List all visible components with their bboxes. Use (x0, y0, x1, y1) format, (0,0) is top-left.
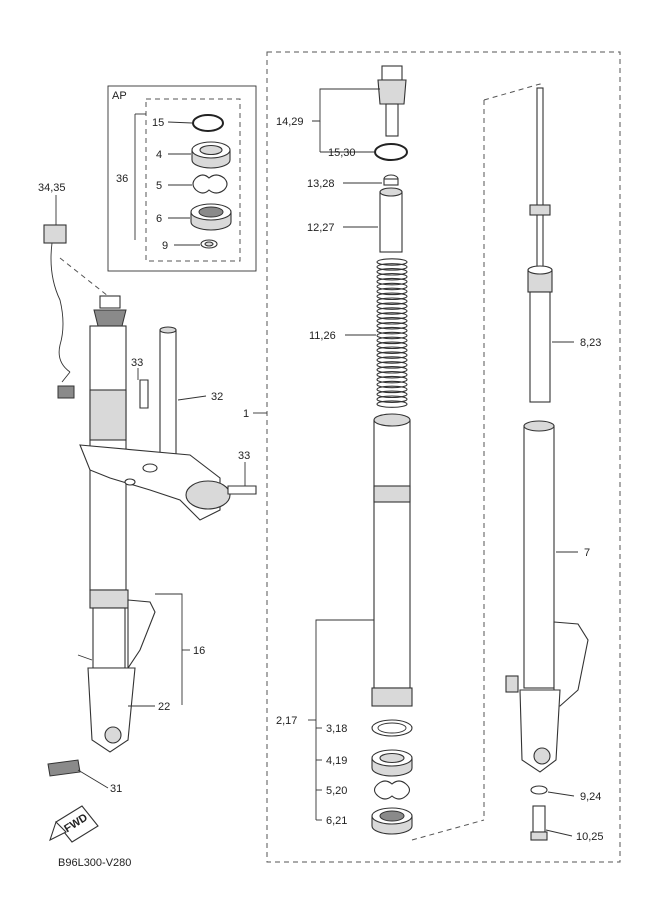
spring-coil (376, 385, 408, 394)
collar-12-27 (379, 191, 403, 253)
label-4: 4 (156, 149, 162, 161)
label-33b: 33 (238, 450, 250, 462)
washer-3-18 (371, 719, 413, 737)
kit-box-ap: AP 15 4 36 5 6 9 (107, 85, 257, 272)
spring-coil (376, 292, 408, 301)
label-14-29: 14,29 (276, 116, 304, 128)
axle-holder-right (519, 689, 561, 773)
spring-coil (376, 297, 408, 305)
label-32: 32 (211, 391, 223, 403)
spring-coil (376, 361, 408, 369)
spring-coil (376, 380, 408, 389)
figure-code: B96L300-V280 (58, 857, 131, 869)
spring-coil (376, 375, 408, 384)
caliper-bracket (127, 599, 156, 670)
oil-seal-4-19 (371, 749, 413, 777)
spring-coil (376, 331, 408, 340)
label-2-17: 2,17 (276, 715, 297, 727)
spring-coil (376, 351, 408, 359)
spring-coil (376, 312, 408, 320)
label-10-25: 10,25 (576, 831, 604, 843)
label-7: 7 (584, 547, 590, 559)
damper-8-23 (529, 291, 551, 403)
spring-coil (376, 302, 408, 310)
o-ring-15 (192, 114, 224, 132)
label-1: 1 (243, 408, 249, 420)
spring-coil (376, 307, 408, 315)
spring-coil (376, 366, 408, 374)
dust-seal-6-21 (371, 807, 413, 835)
kit-inner-dashed-frame (145, 98, 241, 262)
stopper-ring-5 (192, 174, 228, 194)
connector (57, 385, 75, 399)
bolt-33b (227, 485, 257, 495)
sensor-34-35 (43, 224, 67, 244)
fork-breakdown-frame: 1 (243, 51, 621, 863)
fork-components-right: 8,23 7 9,24 10,25 (411, 83, 604, 843)
bolt-10-25 (532, 805, 546, 833)
spring-coil (376, 341, 408, 350)
label-15-30: 15,30 (328, 147, 356, 159)
label-5: 5 (156, 180, 162, 192)
label-11-26: 11,26 (309, 330, 336, 342)
oil-seal-4 (191, 141, 231, 169)
spring-coil (376, 356, 408, 364)
label-22: 22 (158, 701, 170, 713)
fork-components-left: 14,29 15,30 13,28 12,27 11,26 2,17 3,18 (276, 65, 413, 835)
label-5-20: 5,20 (326, 785, 347, 797)
spring-coil (376, 346, 408, 354)
label-6: 6 (156, 213, 162, 225)
fwd-arrow-icon: FWD (49, 805, 99, 843)
label-16: 16 (193, 645, 205, 657)
spring-coil (376, 321, 408, 330)
damper-rod (536, 87, 544, 289)
spring-coil (376, 282, 408, 291)
axle-holder (87, 667, 136, 753)
label-31: 31 (110, 783, 122, 795)
spring-coil (376, 268, 408, 276)
label-9: 9 (162, 240, 168, 252)
spring-coil (376, 390, 408, 399)
inner-tube-7 (523, 425, 555, 689)
label-34-35: 34,35 (38, 182, 66, 194)
label-8-23: 8,23 (580, 337, 601, 349)
o-ring-15-30 (374, 143, 408, 161)
spring-coil (376, 263, 408, 271)
spring-coil (376, 277, 408, 286)
assembled-front-fork: 34,35 32 33 33 (38, 182, 257, 869)
inner-tube (92, 607, 126, 669)
spring-coil (376, 258, 408, 266)
label-36: 36 (116, 173, 128, 185)
adjuster-14-29 (381, 65, 403, 81)
spring-coil (376, 395, 408, 403)
label-3-18: 3,18 (326, 723, 347, 735)
label-4-19: 4,19 (326, 755, 347, 767)
outer-tube-2-17 (373, 419, 411, 689)
label-33a: 33 (131, 357, 143, 369)
spring-coil (376, 336, 408, 345)
under-bracket (79, 444, 221, 521)
spring-coil (376, 287, 408, 296)
spring-coil (376, 272, 408, 281)
kit-box-frame (107, 85, 257, 272)
label-13-28: 13,28 (307, 178, 335, 190)
label-9-24: 9,24 (580, 791, 601, 803)
stopper-ring-5-20 (373, 780, 411, 800)
spring-coil (376, 326, 408, 335)
bolt-31 (47, 759, 81, 777)
steering-stem-32 (159, 329, 177, 461)
bolt-33a (139, 379, 149, 409)
kit-box-title: AP (112, 90, 127, 102)
label-12-27: 12,27 (307, 222, 335, 234)
label-15: 15 (152, 117, 164, 129)
fork-spring-11-26 (376, 258, 408, 408)
washer-9-24 (530, 785, 548, 795)
dust-seal-6 (190, 203, 232, 231)
spring-coil (376, 400, 408, 408)
spring-coil (376, 317, 408, 325)
label-6-21: 6,21 (326, 815, 347, 827)
spring-coil (376, 370, 408, 379)
